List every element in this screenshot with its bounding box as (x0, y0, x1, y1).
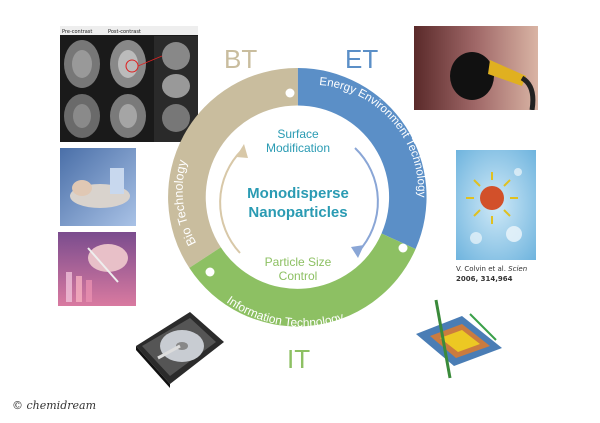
patient-photo (60, 148, 136, 226)
it-label: IT (287, 344, 311, 374)
nanowire-3d-graph-image (410, 296, 506, 382)
mri-scan-image: Pre-contrast Post-contrast (60, 26, 198, 142)
citation-journal: Scien (508, 265, 528, 273)
fuel-nozzle-photo (414, 26, 538, 110)
right-arrow-head (351, 245, 364, 258)
mri-post-label: Post-contrast (108, 29, 141, 35)
surface-line2: Modification (265, 141, 331, 155)
surface-modification-text: Surface Modification (248, 127, 348, 155)
citation: V. Colvin et al. Scien 2006, 314,964 (456, 264, 556, 284)
left-inner-arrow (219, 149, 243, 254)
bt-marker-dot (285, 88, 295, 98)
et-label: ET (345, 44, 379, 74)
citation-line2: 2006, 314,964 (456, 275, 513, 283)
mri-pre-label: Pre-contrast (62, 29, 92, 35)
watermark: © chemidream (12, 399, 96, 412)
et-marker-dot (398, 243, 408, 253)
mono-line2: Nanoparticles (248, 204, 348, 221)
monodisperse-nanoparticles-title: Monodisperse Nanoparticles (234, 184, 362, 222)
particle-size-control-text: Particle Size Control (248, 255, 348, 283)
size-line2: Control (278, 269, 318, 283)
citation-line1: V. Colvin et al. Scien (456, 265, 528, 273)
size-line1: Particle Size (264, 255, 332, 269)
information-technology-segment (189, 233, 416, 327)
science-cover-image (456, 150, 536, 260)
surface-line1: Surface (277, 127, 319, 141)
right-inner-arrow (354, 147, 379, 253)
hard-drive-image (128, 306, 226, 388)
lab-test-tubes-photo (58, 232, 136, 306)
it-marker-dot (205, 267, 215, 277)
energy-environment-segment (297, 68, 427, 249)
mono-line1: Monodisperse (247, 185, 349, 202)
bio-technology-segment (168, 67, 298, 268)
left-arrow-head (236, 144, 248, 158)
bt-label: BT (224, 44, 258, 74)
